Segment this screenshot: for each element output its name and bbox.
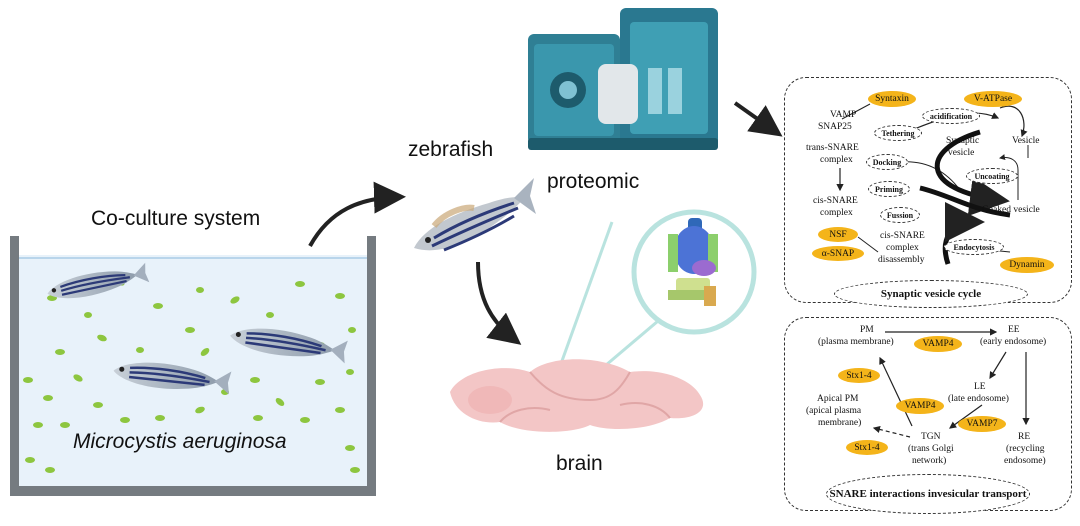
- zoom-line-1: [556, 221, 614, 373]
- svc-cis-dis-1: cis-SNARE: [880, 231, 925, 241]
- snare-le-2: (late endosome): [948, 394, 1009, 404]
- snare-complex-illustration: [668, 218, 718, 306]
- svc-synaptic-1: Synaptic: [946, 136, 980, 146]
- snare-re-2: (recycling: [1006, 444, 1045, 454]
- snare-ee-2: (early endosome): [980, 337, 1047, 347]
- svc-acidification: acidification: [922, 108, 980, 124]
- snare-re-3: endosome): [1004, 456, 1046, 466]
- snare-stx-top: Stx1-4: [838, 368, 880, 383]
- svc-coaked-vesicle: Coaked vesicle: [982, 205, 1040, 215]
- microcystis-label: Microcystis aeruginosa: [73, 430, 287, 453]
- snare-tgn-3: network): [912, 456, 947, 466]
- snare-title-line-2: vesicular transport: [937, 488, 1027, 500]
- svc-alpha-snap-badge: α-SNAP: [812, 246, 864, 261]
- svc-endocytosis: Endocytosis: [944, 239, 1004, 255]
- arrow-to-brain: [476, 261, 522, 345]
- svc-cis-snare: cis-SNARE: [813, 196, 858, 206]
- snare-title-line-1: SNARE interactions in: [829, 488, 938, 500]
- snare-ee-1: EE: [1008, 325, 1020, 335]
- svc-trans-snare: trans-SNARE: [806, 143, 859, 153]
- arrow-to-zebrafish: [308, 181, 406, 247]
- tank-wall-right: [367, 236, 376, 494]
- brain-illustration: [450, 359, 704, 432]
- snare-tgn-1: TGN: [921, 432, 941, 442]
- proteomic-label: proteomic: [547, 170, 640, 193]
- snare-stx-bottom: Stx1-4: [846, 440, 888, 455]
- svc-title: Synaptic vesicle cycle: [834, 280, 1028, 308]
- snare-apical-3: membrane): [818, 418, 862, 428]
- snare-title: SNARE interactions in vesicular transpor…: [826, 474, 1030, 514]
- snare-tgn-2: (trans Golgi: [908, 444, 954, 454]
- brain-label: brain: [556, 452, 603, 475]
- algae-cells: [23, 278, 360, 473]
- snare-vamp7: VAMP7: [958, 416, 1006, 432]
- svc-priming: Priming: [868, 181, 910, 197]
- svc-uncoating: Uncoating: [966, 168, 1018, 184]
- svc-cis-dis-3: disassembly: [878, 255, 925, 265]
- svc-nsf-badge: NSF: [818, 227, 858, 242]
- snare-pm-1: PM: [860, 325, 874, 335]
- svc-vesicle: Vesicle: [1012, 136, 1040, 146]
- snare-le-1: LE: [974, 382, 986, 392]
- svc-synaptic-2: vesicle: [948, 148, 975, 158]
- proteomic-machine: [528, 8, 718, 150]
- snare-apical-1: Apical PM: [817, 394, 859, 404]
- snare-vamp4-mid: VAMP4: [896, 398, 944, 414]
- svc-cis-complex: complex: [820, 208, 853, 218]
- svc-tethering: Tethering: [874, 125, 922, 141]
- co-culture-label: Co-culture system: [91, 207, 261, 230]
- snare-re-1: RE: [1018, 432, 1031, 442]
- svc-dynamin-badge: Dynamin: [1000, 257, 1054, 273]
- svc-trans-complex: complex: [820, 155, 853, 165]
- svc-snap25: SNAP25: [818, 122, 852, 132]
- svc-fussion: Fussion: [880, 207, 920, 223]
- svc-vamp: VAMP: [830, 110, 857, 120]
- tank-wall-left: [10, 236, 19, 494]
- snare-vamp4-top: VAMP4: [914, 336, 962, 352]
- svc-syntaxin-badge: Syntaxin: [868, 91, 916, 107]
- zebrafish-illustration: [414, 178, 536, 252]
- svc-docking: Docking: [866, 154, 908, 170]
- zebrafish-label: zebrafish: [408, 138, 494, 161]
- arrow-to-svc-panel: [733, 101, 783, 137]
- snare-pm-2: (plasma membrane): [818, 337, 894, 347]
- snare-apical-2: (apical plasma: [806, 406, 862, 416]
- svc-vatpase-badge: V-ATPase: [964, 91, 1022, 107]
- tank-floor: [10, 486, 376, 496]
- svc-cis-dis-2: complex: [886, 243, 919, 253]
